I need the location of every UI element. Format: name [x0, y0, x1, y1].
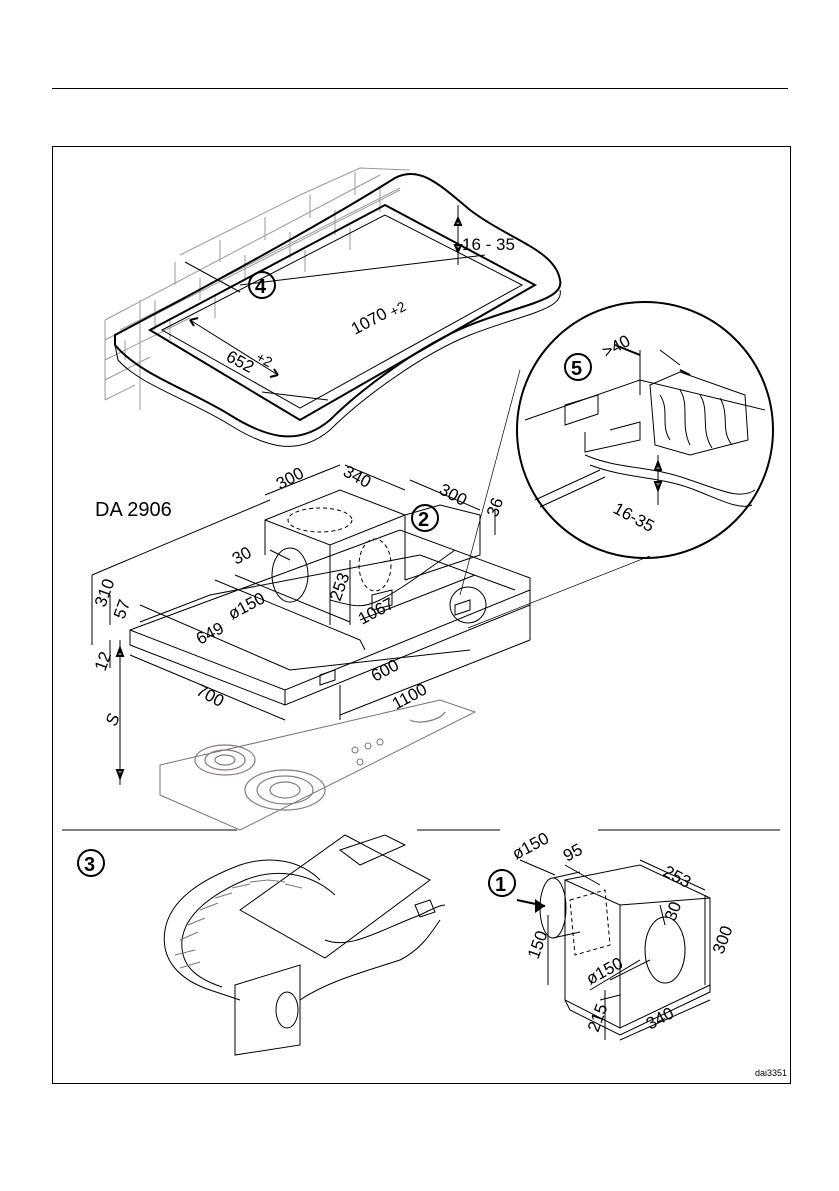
detail-5-circle — [459, 301, 774, 629]
worktop-slab — [114, 172, 562, 447]
fan-inlet-dia: ø150 — [509, 829, 552, 864]
callout-3-circle — [77, 849, 105, 877]
hood-clearance-s: S — [102, 711, 124, 729]
cutout-depth-tol: +2 — [254, 349, 276, 371]
fan-outlet-height: 215 — [584, 1001, 612, 1034]
hood-fan-width: 300 — [273, 463, 307, 493]
cutout-opening — [147, 203, 538, 422]
hood-dimension-lines — [91, 464, 531, 785]
hood-fan-depth: 340 — [340, 462, 374, 492]
fan-height: 300 — [709, 923, 737, 956]
cutout-depth-label: 652 — [223, 347, 257, 377]
flexible-duct-layout — [163, 834, 446, 1056]
callout-4: 4 — [255, 276, 267, 298]
hood-spigot-length: 30 — [229, 543, 255, 569]
fan-inlet-height: 150 — [524, 928, 552, 961]
callout-1-circle — [488, 869, 516, 897]
diagram-frame — [52, 146, 791, 1084]
cutout-width-label: 1070 — [348, 304, 390, 339]
callout-4-circle — [248, 271, 276, 299]
fan-depth: 253 — [660, 862, 694, 892]
model-name: DA 2906 — [95, 499, 172, 521]
fan-unit-dimension-lines — [519, 859, 711, 1041]
fan-inlet-len: 95 — [560, 840, 586, 866]
hood-top-thickness: 36 — [483, 495, 507, 519]
header-rule — [52, 88, 788, 89]
callout-5-circle — [564, 353, 592, 381]
callout-3: 3 — [84, 854, 95, 876]
figure-reference: dai3351 — [755, 1068, 787, 1078]
hood-height-57: 57 — [110, 597, 134, 621]
hob-surface — [159, 699, 477, 831]
fan-unit — [516, 864, 711, 1036]
fan-outlet-offset: 30 — [661, 899, 685, 923]
hood-spigot-dia: ø150 — [225, 589, 268, 624]
callout-1: 1 — [495, 874, 506, 896]
callout-2-circle — [411, 504, 439, 532]
callout-5: 5 — [571, 358, 582, 380]
cutout-width-tol: +2 — [387, 298, 409, 320]
hood-inner-width: 600 — [368, 655, 402, 685]
hood-total-width: 1100 — [389, 680, 430, 714]
hood-depth: 649 — [193, 618, 227, 648]
cutout-thickness-label: 16 - 35 — [462, 235, 515, 254]
cutout-dimension-lines — [184, 205, 486, 401]
detail-5-clearance: >40 — [599, 331, 633, 361]
callout-2: 2 — [418, 509, 429, 531]
hood-cable-dim: 1067 — [355, 594, 397, 629]
fan-width: 340 — [643, 1003, 677, 1033]
hood-height-12: 12 — [91, 649, 115, 673]
detail-5-thickness: 16-35 — [610, 499, 657, 536]
hood-front-depth: 700 — [193, 681, 227, 711]
